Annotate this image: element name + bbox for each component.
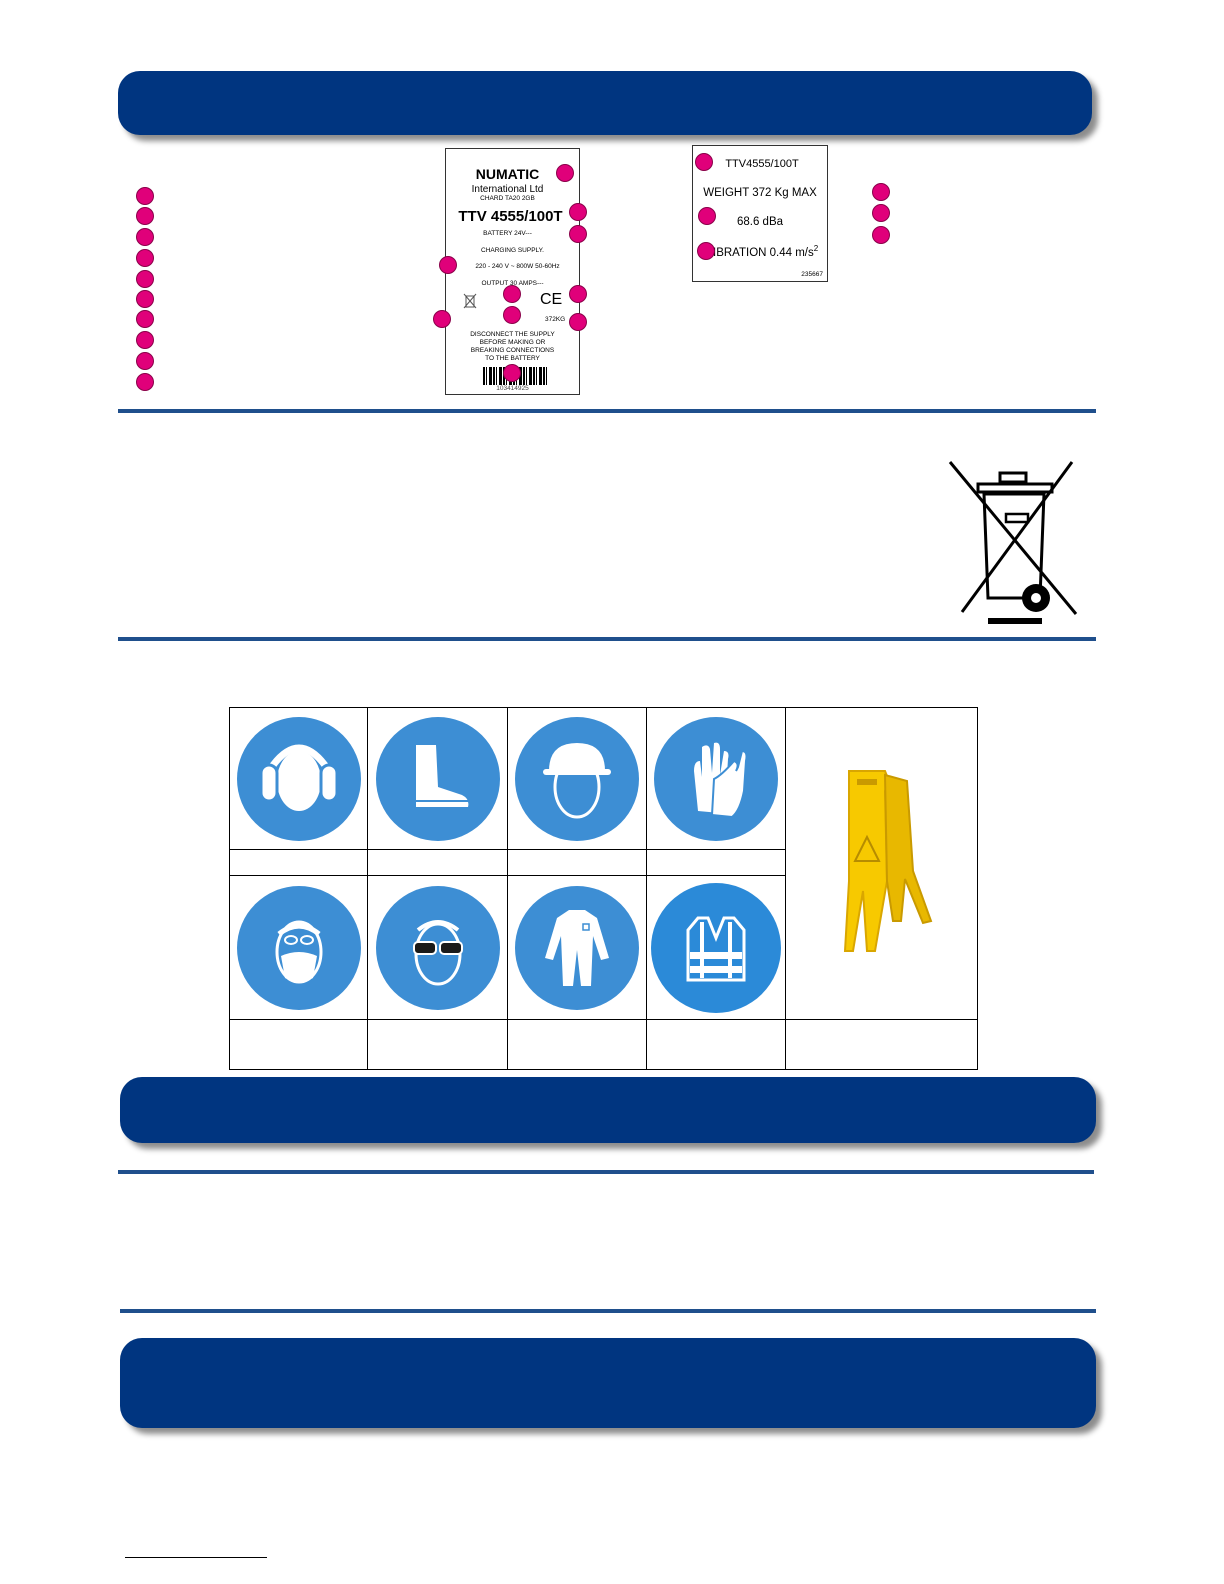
secondary-vibration: IBRATION 0.44 m/s2 [713, 244, 818, 259]
legend-marker [136, 187, 154, 205]
ppe-label-cell [229, 849, 368, 876]
ppe-cell [367, 707, 508, 850]
divider-3 [118, 1170, 1094, 1174]
plate-marker [556, 164, 574, 182]
plate-brand: NUMATIC [475, 166, 540, 182]
secondary-marker [695, 153, 713, 171]
crossed-out-wheelie-bin-icon [948, 458, 1078, 628]
ppe-cell [229, 875, 368, 1020]
legend-marker [136, 249, 154, 267]
safety-boots-icon [375, 716, 500, 841]
ppe-cell [646, 875, 786, 1020]
plate-charging-heading: CHARGING SUPPLY. [481, 247, 544, 254]
hi-vis-vest-icon [651, 882, 781, 1013]
secondary-model: TTV4555/100T [725, 158, 799, 170]
plate-address: CHARD TA20 2GB [480, 195, 535, 202]
gloves-icon [654, 716, 778, 841]
plate-weight: 372KG [545, 316, 566, 323]
ppe-cell-floor-sign [785, 707, 978, 1020]
plate-serial: 103414925 [496, 385, 529, 392]
divider-2 [118, 637, 1096, 641]
ppe-label-cell [646, 849, 786, 876]
plate-marker [569, 225, 587, 243]
ppe-cell [367, 875, 508, 1020]
plate-marker [503, 364, 521, 382]
ppe-label-cell [229, 1019, 368, 1070]
secondary-marker [698, 207, 716, 225]
ppe-label-cell [507, 849, 647, 876]
ear-protection-icon [236, 716, 361, 841]
wet-floor-sign-icon [827, 761, 937, 966]
plate-warning-4: TO THE BATTERY [485, 355, 540, 362]
plate-warning-3: BREAKING CONNECTIONS [470, 347, 555, 354]
footnote-rule [125, 1557, 267, 1558]
legend-marker [136, 228, 154, 246]
divider-1 [118, 409, 1096, 413]
plate-marker [569, 203, 587, 221]
secondary-vibration-text: IBRATION 0.44 m/s [713, 246, 814, 259]
secondary-noise: 68.6 dBa [736, 216, 784, 228]
ppe-table [229, 707, 978, 1070]
hard-hat-icon [515, 716, 639, 841]
plate-supply-rating: 220 - 240 V ~ 800W 50-60Hz [475, 263, 560, 270]
section-banner-2 [120, 1077, 1096, 1143]
dust-mask-icon [236, 885, 361, 1010]
ppe-label-cell [367, 1019, 508, 1070]
plate-marker [503, 306, 521, 324]
plate-output: OUTPUT 30 AMPS--- [481, 280, 544, 287]
ppe-cell [507, 875, 647, 1020]
plate-ce-mark: CE [540, 291, 563, 308]
plate-battery: BATTERY 24V--- [483, 230, 532, 237]
section-banner-1 [118, 71, 1092, 135]
legend-marker [136, 310, 154, 328]
ppe-label-cell [785, 1019, 978, 1070]
legend-marker-right [872, 183, 890, 201]
ppe-label-cell [646, 1019, 786, 1070]
plate-warning-1: DISCONNECT THE SUPPLY [470, 331, 555, 338]
ppe-cell [646, 707, 786, 850]
plate-marker [503, 285, 521, 303]
plate-marker [569, 313, 587, 331]
plate-warning-2: BEFORE MAKING OR [479, 339, 546, 346]
divider-4 [120, 1309, 1096, 1313]
legend-marker [136, 373, 154, 391]
overalls-icon [515, 885, 639, 1010]
rating-plate: NUMATIC International Ltd CHARD TA20 2GB… [445, 148, 580, 395]
ppe-label-cell [507, 1019, 647, 1070]
plate-bin-icon [463, 293, 477, 309]
secondary-vibration-sup: 2 [813, 244, 819, 253]
plate-model: TTV 4555/100T [458, 208, 563, 225]
ppe-label-cell [367, 849, 508, 876]
legend-marker [136, 207, 154, 225]
legend-marker [136, 331, 154, 349]
ppe-cell [507, 707, 647, 850]
secondary-weight: WEIGHT 372 Kg MAX [703, 187, 817, 199]
plate-company: International Ltd [471, 184, 544, 195]
legend-marker [136, 270, 154, 288]
legend-marker-right [872, 226, 890, 244]
legend-marker-right [872, 204, 890, 222]
safety-glasses-icon [375, 885, 500, 1010]
plate-marker [433, 310, 451, 328]
plate-marker [569, 285, 587, 303]
plate-marker [439, 256, 457, 274]
secondary-code: 235667 [801, 271, 823, 278]
secondary-marker [697, 242, 715, 260]
section-banner-3 [120, 1338, 1096, 1428]
ppe-cell [229, 707, 368, 850]
legend-marker [136, 290, 154, 308]
legend-marker [136, 352, 154, 370]
